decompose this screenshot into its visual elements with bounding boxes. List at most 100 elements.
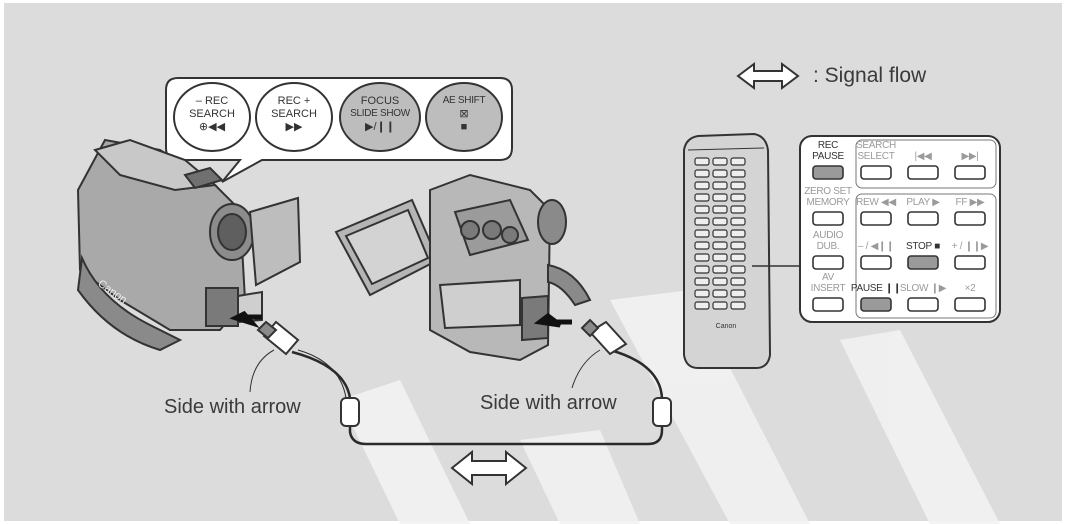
remote-small-button xyxy=(712,217,728,226)
leader-line-left xyxy=(249,349,275,393)
callout-label: SLIDE SHOW xyxy=(350,108,410,119)
panel-button-label: REW ◀◀ xyxy=(856,197,896,208)
panel-button-label: ZERO SET xyxy=(804,186,852,197)
remote-small-button xyxy=(694,289,710,298)
callout-label: SEARCH xyxy=(271,108,317,120)
remote-small-button xyxy=(730,241,746,250)
panel-button-label: MEMORY xyxy=(806,197,850,208)
panel-button-2-3 xyxy=(954,255,986,270)
panel-button-label: AUDIO xyxy=(812,230,844,241)
panel-button-label: ×2 xyxy=(964,283,976,294)
panel-button-3-0 xyxy=(812,297,844,312)
panel-button-1-0 xyxy=(812,211,844,226)
remote-enlarged-panel xyxy=(799,135,1001,323)
remote-small-button xyxy=(712,265,728,274)
callout-label: REC + xyxy=(277,95,311,107)
remote-small-button xyxy=(694,229,710,238)
play-pause-icon: ▶/❙❙ xyxy=(365,121,395,133)
side-with-arrow-label-left: Side with arrow xyxy=(164,396,301,418)
plug-left xyxy=(256,320,300,356)
signal-flow-legend-arrow-icon xyxy=(736,62,800,90)
ae-shift-icon: ⊠ xyxy=(459,108,469,120)
panel-button-0-3 xyxy=(954,165,986,180)
remote-small-button xyxy=(712,241,728,250)
panel-button-1-1 xyxy=(860,211,892,226)
remote-small-button xyxy=(730,229,746,238)
panel-button-label: PAUSE xyxy=(812,151,844,162)
panel-button-label: |◀◀ xyxy=(914,151,932,162)
panel-button-label: PAUSE ❙❙ xyxy=(850,283,902,294)
remote-small-button xyxy=(712,301,728,310)
panel-button-shapes xyxy=(812,165,986,312)
panel-button-label: AV xyxy=(822,272,834,283)
stop-icon: ■ xyxy=(460,121,468,133)
callout-label: – REC xyxy=(195,95,229,107)
watermark-strokes xyxy=(340,290,1000,524)
callout-button-1-shape xyxy=(173,82,251,152)
remote-small-button xyxy=(694,265,710,274)
callout-label: AE SHIFT xyxy=(442,95,486,106)
ferrite-core-right xyxy=(652,397,672,427)
panel-button-2-2 xyxy=(907,255,939,270)
callout-label: FOCUS xyxy=(360,95,400,107)
panel-button-label: REC xyxy=(817,140,839,151)
panel-button-label: DUB. xyxy=(816,241,840,252)
remote-small-button xyxy=(712,205,728,214)
remote-small-button xyxy=(694,193,710,202)
signal-flow-legend: : Signal flow xyxy=(813,64,927,87)
callout-bubble xyxy=(165,77,513,183)
remote-small-button xyxy=(730,301,746,310)
rewind-icon: ⊕◀◀ xyxy=(198,121,226,133)
panel-button-3-3 xyxy=(954,297,986,312)
camcorder-right xyxy=(334,173,592,362)
panel-button-2-1 xyxy=(860,255,892,270)
panel-button-label: + / ❙❙▶ xyxy=(951,241,989,252)
remote-small-button xyxy=(694,241,710,250)
insert-arrow-left-icon xyxy=(229,310,262,329)
side-with-arrow-label-right: Side with arrow xyxy=(480,392,617,414)
remote-small-button xyxy=(694,181,710,190)
remote-small-button xyxy=(730,253,746,262)
panel-button-label: INSERT xyxy=(810,283,846,294)
remote-small-button xyxy=(694,157,710,166)
remote-small-button xyxy=(730,265,746,274)
remote-small-button xyxy=(694,301,710,310)
callout-button-2-shape xyxy=(255,82,333,152)
remote-small-button xyxy=(730,205,746,214)
signal-flow-arrow-icon xyxy=(450,449,528,487)
panel-button-3-2 xyxy=(907,297,939,312)
remote-small-button xyxy=(712,181,728,190)
panel-button-label: STOP ■ xyxy=(906,241,940,252)
fast-forward-icon: ▶▶ xyxy=(285,121,303,133)
insert-arrow-right-icon xyxy=(533,312,572,328)
remote-button-grid: Canon xyxy=(694,157,746,330)
callout-button-4-shape xyxy=(425,82,503,152)
remote-small-button xyxy=(712,229,728,238)
panel-button-0-2 xyxy=(907,165,939,180)
remote-small-button xyxy=(694,277,710,286)
panel-button-2-0 xyxy=(812,255,844,270)
leader-line-right xyxy=(571,349,601,389)
panel-button-1-2 xyxy=(907,211,939,226)
remote-small-button xyxy=(730,289,746,298)
panel-button-label: ▶▶| xyxy=(961,151,979,162)
ferrite-core-left xyxy=(340,397,360,427)
remote-small-button xyxy=(712,289,728,298)
panel-button-label: SLOW ❙▶ xyxy=(899,283,947,294)
camcorder-left xyxy=(76,138,302,352)
remote-small-button xyxy=(712,169,728,178)
remote-control xyxy=(683,132,772,369)
plug-right xyxy=(580,318,628,356)
remote-small-button xyxy=(694,217,710,226)
remote-small-button xyxy=(694,253,710,262)
panel-button-1-3 xyxy=(954,211,986,226)
panel-button-0-0 xyxy=(812,165,844,180)
remote-brand-text: Canon xyxy=(716,323,737,330)
panel-button-label: FF ▶▶ xyxy=(955,197,985,208)
panel-button-0-1 xyxy=(860,165,892,180)
remote-small-button xyxy=(712,193,728,202)
remote-small-button xyxy=(712,157,728,166)
remote-small-button xyxy=(694,205,710,214)
remote-small-button xyxy=(712,277,728,286)
remote-small-button xyxy=(730,181,746,190)
